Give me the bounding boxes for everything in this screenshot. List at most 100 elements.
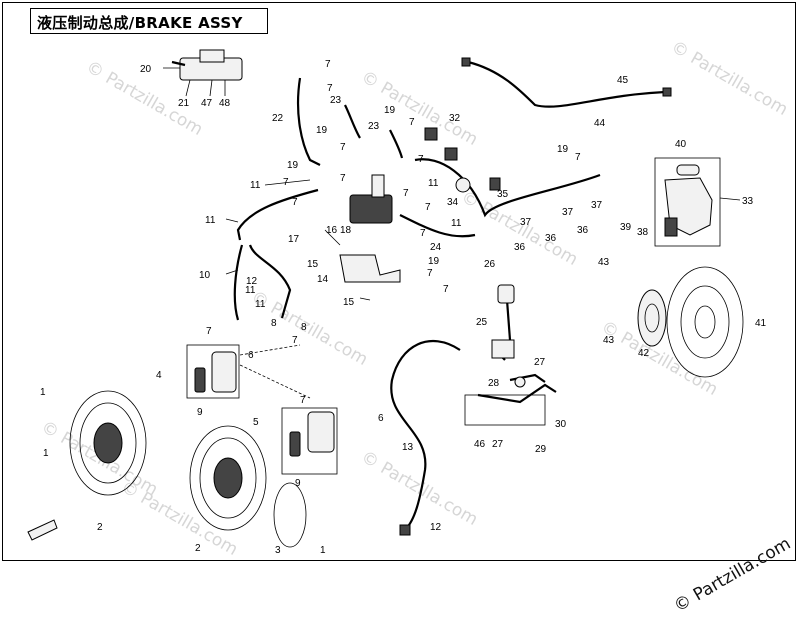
front-brake-disc-right (189, 425, 267, 531)
callout-40: 40 (675, 139, 687, 150)
callout-29: 29 (535, 444, 547, 455)
abs-module (324, 174, 401, 301)
callout-28: 28 (488, 378, 500, 389)
front-brake-disc-left (69, 390, 147, 496)
callout-14: 14 (317, 274, 329, 285)
callout-7: 7 (575, 152, 581, 163)
callout-38: 38 (637, 227, 649, 238)
rear-master-cylinder-and-pedal (464, 284, 557, 426)
callout-35: 35 (497, 189, 509, 200)
callout-32: 32 (449, 113, 461, 124)
callout-26: 26 (484, 259, 496, 270)
callout-42: 42 (638, 348, 650, 359)
callout-39: 39 (620, 222, 632, 233)
callout-7: 7 (340, 173, 346, 184)
callout-43: 43 (603, 335, 615, 346)
callout-36: 36 (545, 233, 557, 244)
callout-7: 7 (283, 177, 289, 188)
callout-19: 19 (287, 160, 299, 171)
callout-3: 3 (275, 545, 281, 556)
page-title: 液压制动总成/BRAKE ASSY (37, 14, 243, 32)
callout-11: 11 (205, 215, 216, 226)
callout-11: 11 (245, 285, 256, 296)
rear-caliper (654, 157, 741, 247)
callout-9: 9 (295, 478, 301, 489)
callout-11: 11 (255, 299, 266, 310)
callout-6: 6 (378, 413, 384, 424)
callout-23: 23 (330, 95, 342, 106)
callout-25: 25 (476, 317, 488, 328)
callout-36: 36 (577, 225, 589, 236)
callout-7: 7 (292, 335, 298, 346)
callout-1: 1 (320, 545, 326, 556)
callout-34: 34 (447, 197, 459, 208)
front-sensor-cable (390, 340, 461, 536)
title-box: 液压制动总成/BRAKE ASSY (30, 8, 268, 34)
callout-7: 7 (420, 228, 426, 239)
front-left-caliper (186, 344, 240, 399)
callout-7: 7 (300, 395, 306, 406)
callout-41: 41 (755, 318, 767, 329)
callout-7: 7 (427, 268, 433, 279)
callout-18: 18 (340, 225, 352, 236)
callout-48: 48 (219, 98, 231, 109)
callout-7: 7 (292, 197, 298, 208)
callout-20: 20 (140, 64, 152, 75)
front-brake-lines (225, 77, 321, 321)
callout-7: 7 (443, 284, 449, 295)
callout-24: 24 (430, 242, 442, 253)
callout-7: 7 (340, 142, 346, 153)
callout-7: 7 (425, 202, 431, 213)
callout-36: 36 (514, 242, 526, 253)
abs-tone-ring (273, 482, 307, 548)
callout-15: 15 (307, 259, 319, 270)
callout-13: 13 (402, 442, 414, 453)
center-brake-lines (344, 104, 601, 238)
callout-12: 12 (246, 276, 258, 287)
callout-7: 7 (325, 59, 331, 70)
callout-19: 19 (428, 256, 440, 267)
callout-30: 30 (555, 419, 567, 430)
callout-7: 7 (409, 117, 415, 128)
callout-19: 19 (316, 125, 328, 136)
callout-46: 46 (474, 439, 486, 450)
front-master-cylinder (163, 49, 243, 97)
callout-27: 27 (492, 439, 504, 450)
callout-1: 1 (43, 448, 49, 459)
callout-17: 17 (288, 234, 300, 245)
callout-37: 37 (562, 207, 574, 218)
callout-8: 8 (271, 318, 277, 329)
callout-33: 33 (742, 196, 754, 207)
callout-23: 23 (368, 121, 380, 132)
callout-47: 47 (201, 98, 213, 109)
callout-9: 9 (197, 407, 203, 418)
callout-11: 11 (451, 218, 462, 229)
callout-10: 10 (199, 270, 211, 281)
callout-4: 4 (156, 370, 162, 381)
callout-7: 7 (403, 188, 409, 199)
callout-1: 1 (40, 387, 46, 398)
callout-37: 37 (520, 217, 532, 228)
direction-arrow-icon (27, 519, 58, 541)
brake-assembly-diagram: © Partzilla.com © Partzilla.com © Partzi… (27, 37, 792, 560)
callout-6: 6 (248, 350, 254, 361)
watermark: © Partzilla.com (358, 447, 482, 530)
callout-12: 12 (430, 522, 442, 533)
callout-22: 22 (272, 113, 284, 124)
part-callouts: 20 21 47 48 22 7 7 19 23 7 19 7 11 7 7 1… (40, 59, 767, 556)
watermark-group: © Partzilla.com © Partzilla.com © Partzi… (38, 37, 792, 560)
callout-44: 44 (594, 118, 606, 129)
callout-15: 15 (343, 297, 355, 308)
callout-2: 2 (97, 522, 103, 533)
callout-16: 16 (326, 225, 338, 236)
callout-7: 7 (206, 326, 212, 337)
callout-43: 43 (598, 257, 610, 268)
callout-11: 11 (428, 178, 439, 189)
callout-7: 7 (327, 83, 333, 94)
watermark: © Partzilla.com (358, 67, 482, 150)
callout-11: 11 (250, 180, 261, 191)
callout-45: 45 (617, 75, 629, 86)
callout-2: 2 (195, 543, 201, 554)
watermark: © Partzilla.com (668, 37, 792, 120)
callout-5: 5 (253, 417, 259, 428)
